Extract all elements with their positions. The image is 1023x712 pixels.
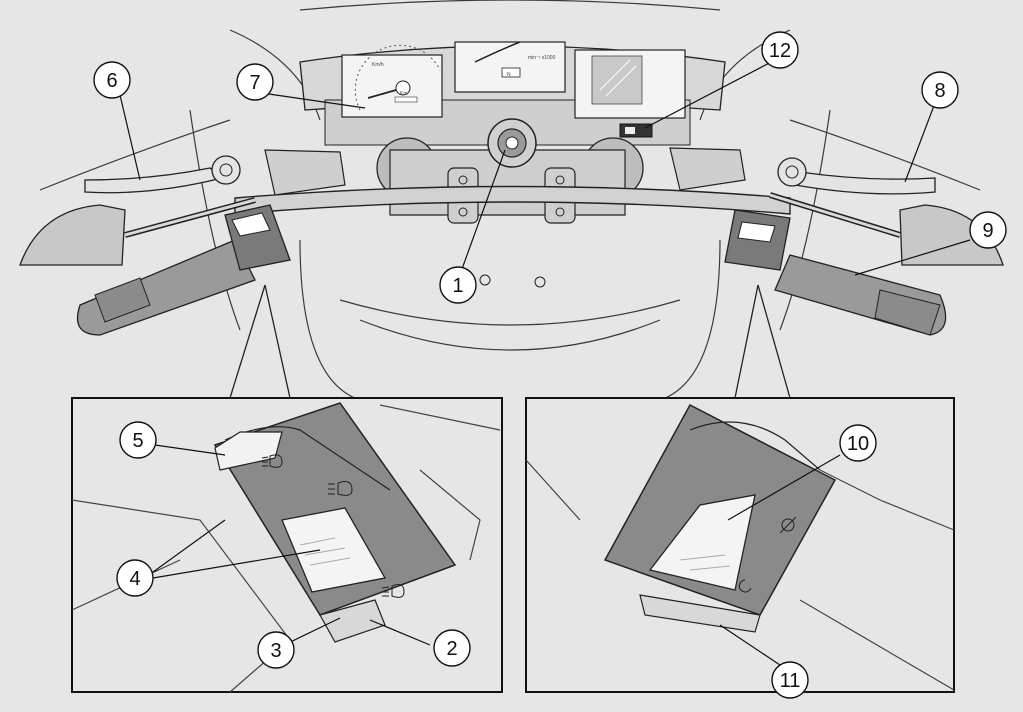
start-icon xyxy=(738,579,752,593)
right-switch-cluster xyxy=(724,209,791,271)
parking-light-icon xyxy=(381,584,405,598)
speed-unit: Km/h xyxy=(372,62,384,68)
mirror-left xyxy=(19,197,256,266)
engine-stop-icon xyxy=(779,516,797,534)
callout-10-label: 10 xyxy=(847,433,869,455)
clutch-lever xyxy=(84,149,346,196)
callout-9: 9 xyxy=(969,211,1007,249)
brake-lever xyxy=(669,147,936,195)
dashboard-mode-button xyxy=(619,123,653,138)
right-zoom-panel xyxy=(525,397,955,693)
speedometer xyxy=(341,54,443,118)
rpm-unit: min⁻¹ x1000 xyxy=(528,55,556,61)
callout-2: 2 xyxy=(433,629,471,667)
callout-10: 10 xyxy=(839,424,877,462)
callout-7-label: 7 xyxy=(249,72,260,94)
leader-lines xyxy=(119,59,971,666)
callout-3: 3 xyxy=(257,631,295,669)
callout-5: 5 xyxy=(119,421,157,459)
gear-indicator xyxy=(501,67,521,78)
callout-6: 6 xyxy=(93,61,131,99)
callout-11-label: 11 xyxy=(780,670,801,692)
callout-1: 1 xyxy=(439,266,477,304)
zoom-connector-lines xyxy=(229,284,791,399)
callout-11: 11 xyxy=(771,661,809,699)
callout-8: 8 xyxy=(921,71,959,109)
high-beam-icon xyxy=(328,481,353,496)
right-switch-housing-zoom xyxy=(603,403,837,633)
callout-1-label: 1 xyxy=(452,275,463,297)
engine-stop-switch xyxy=(639,594,761,633)
left-switch-cluster xyxy=(224,204,291,271)
callout-12: 12 xyxy=(761,31,799,69)
left-grip xyxy=(76,239,256,336)
odometer xyxy=(394,96,418,103)
callout-6-label: 6 xyxy=(106,70,117,92)
callout-4-label: 4 xyxy=(129,568,140,590)
callout-5-label: 5 xyxy=(132,430,143,452)
throttle-grip xyxy=(774,254,947,336)
dipper-switch xyxy=(214,431,283,471)
tachometer xyxy=(454,41,566,93)
key-icon xyxy=(505,136,519,150)
left-switch-housing-zoom xyxy=(213,402,457,643)
callout-8-label: 8 xyxy=(934,80,945,102)
callout-4: 4 xyxy=(116,559,154,597)
callout-2-label: 2 xyxy=(446,638,457,660)
handlebar xyxy=(234,185,791,215)
turn-signal-switch xyxy=(319,599,386,643)
low-beam-icon xyxy=(261,454,283,468)
callout-9-label: 9 xyxy=(982,220,993,242)
mirror-right xyxy=(769,192,1004,266)
callout-12-label: 12 xyxy=(769,40,791,62)
callout-3-label: 3 xyxy=(270,640,281,662)
gear-indicator-label: N xyxy=(507,72,511,78)
odo-unit: Km xyxy=(400,91,408,97)
callout-7: 7 xyxy=(236,63,274,101)
